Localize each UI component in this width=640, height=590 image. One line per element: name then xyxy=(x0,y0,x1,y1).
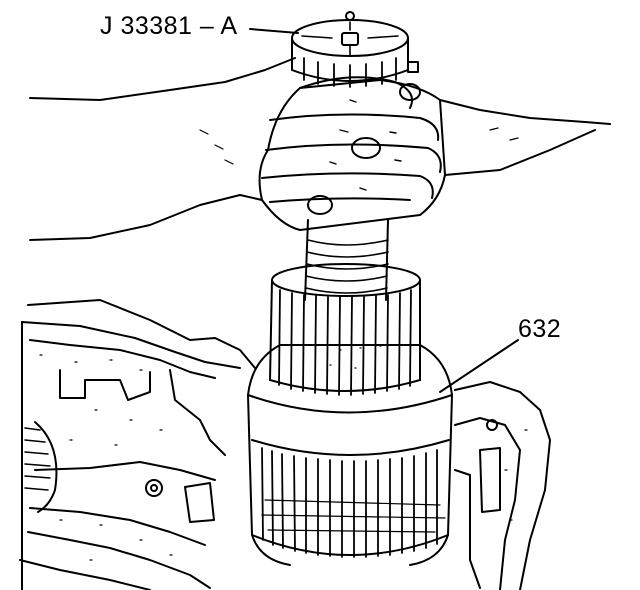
tool-cross-slot xyxy=(302,22,398,56)
case-bolt-hole xyxy=(151,485,157,491)
finger-2 xyxy=(266,144,441,172)
case-bracket xyxy=(185,483,214,522)
hand-palm xyxy=(260,80,445,230)
shaft-left xyxy=(305,220,308,300)
case-channel-2 xyxy=(170,370,225,455)
wrist-right-lower xyxy=(445,130,595,175)
hub-dots xyxy=(320,345,381,368)
fingernail-1 xyxy=(352,138,380,158)
case-bolt-boss xyxy=(146,480,162,496)
shaft-threads xyxy=(306,240,388,293)
finger-3 xyxy=(262,173,433,198)
housing-top-rim xyxy=(248,345,452,395)
thumb xyxy=(300,77,412,108)
case-right-wall xyxy=(455,382,550,590)
case-passage-mid xyxy=(30,340,215,378)
technician-hand xyxy=(30,58,610,240)
tool-head-ribs xyxy=(304,58,396,87)
clutch-housing-632 xyxy=(248,345,452,565)
tool-head xyxy=(292,12,418,87)
housing-bottom xyxy=(252,535,448,555)
case-channel xyxy=(60,370,150,400)
hub-splines xyxy=(279,290,411,395)
tool-shaft xyxy=(305,220,388,300)
case-right-bolt xyxy=(487,420,497,430)
finger-4 xyxy=(270,198,410,202)
case-right-inner xyxy=(455,418,520,590)
fingernail-2 xyxy=(308,196,332,214)
leader-line-tool xyxy=(250,29,298,33)
wrist-right xyxy=(440,100,610,124)
case-web xyxy=(35,462,215,480)
housing-outer-right xyxy=(410,395,452,565)
arm-upper-edge xyxy=(30,58,295,100)
case-right-rib xyxy=(480,448,500,512)
hub-bottom-rim xyxy=(270,380,420,391)
case-outer-edge xyxy=(28,300,255,368)
housing-shoulder xyxy=(248,395,452,413)
hub-left-wall xyxy=(270,280,272,380)
case-lower-passage xyxy=(30,508,205,545)
inner-clutch-hub xyxy=(270,264,420,395)
tool-center-hole xyxy=(346,12,354,20)
housing-band xyxy=(252,440,449,455)
leader-lines xyxy=(250,29,518,392)
finger-1 xyxy=(270,114,438,140)
case-gear-edge xyxy=(35,422,56,512)
case-right-lower xyxy=(455,470,480,588)
shaft-right xyxy=(386,220,388,300)
case-stipple xyxy=(40,355,527,560)
knuckle-lines xyxy=(330,100,401,190)
callout-part-number: 632 xyxy=(518,315,562,343)
arm-lower-edge xyxy=(30,195,262,240)
tool-center-nut xyxy=(342,33,358,45)
leader-line-part xyxy=(440,340,518,392)
tool-side-tab xyxy=(408,62,418,72)
callout-tool-number: J 33381 – A xyxy=(100,12,238,40)
case-passage-top xyxy=(22,322,240,368)
transmission-case xyxy=(20,300,550,590)
housing-splines xyxy=(262,448,437,557)
case-base-edge xyxy=(20,560,150,590)
case-gear-teeth xyxy=(25,428,50,490)
arm-hatching xyxy=(200,128,518,164)
case-lower-passage-2 xyxy=(28,532,210,588)
housing-windows xyxy=(262,500,445,532)
fingernail-3 xyxy=(400,84,420,100)
